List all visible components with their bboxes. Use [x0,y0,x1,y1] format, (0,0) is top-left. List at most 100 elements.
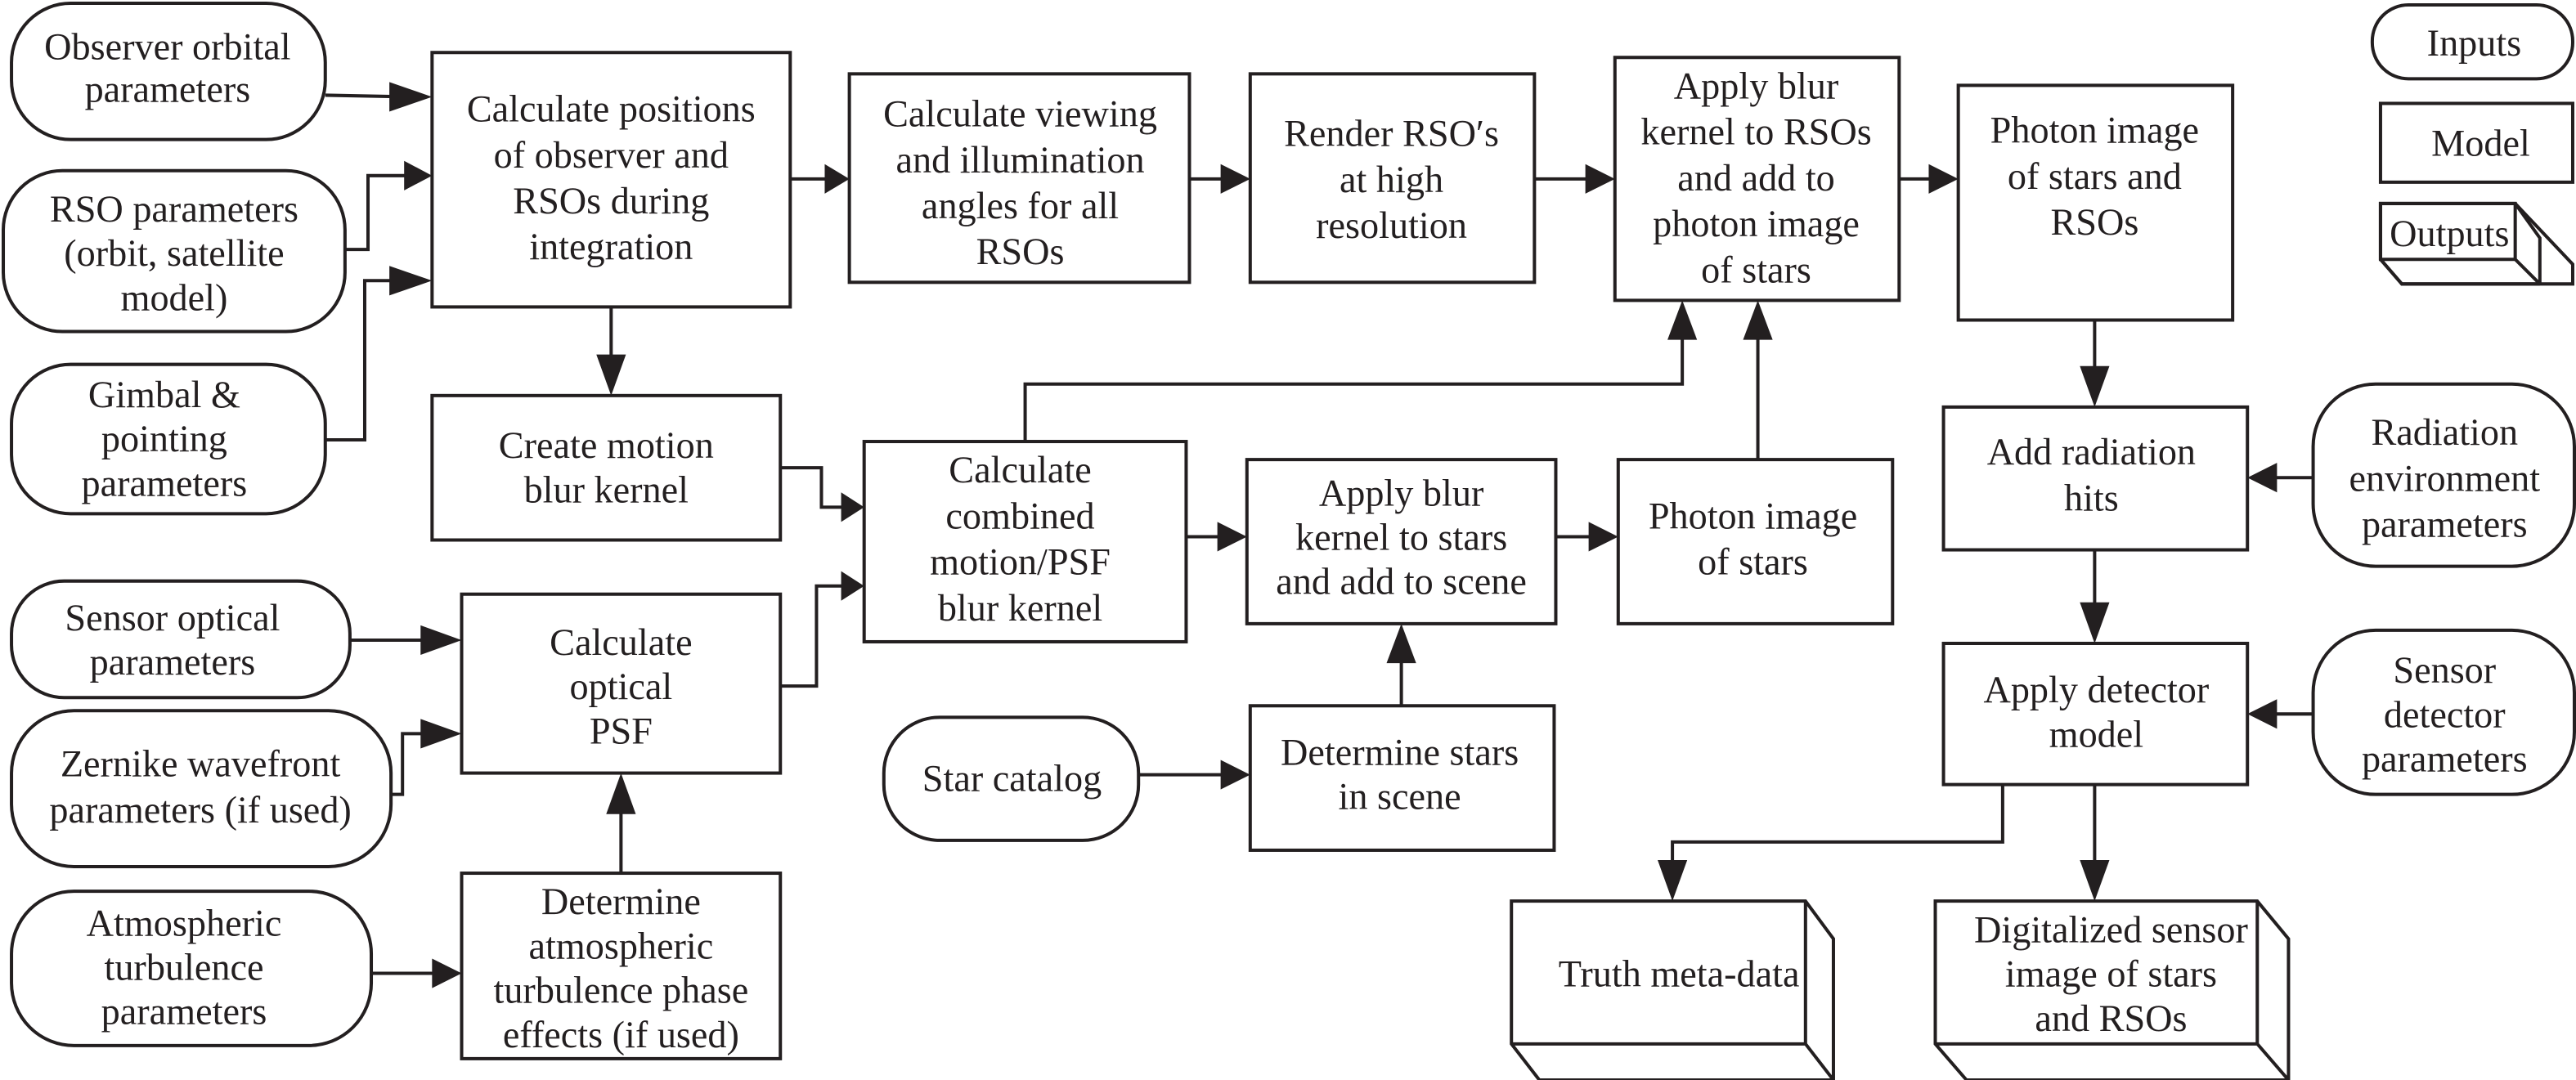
arrowhead [824,164,850,194]
edge-motionblur-to-combined [780,466,845,509]
label-line: Calculate viewing [883,93,1157,135]
arrowhead [596,354,626,396]
legend: Inputs Model Outputs [2370,3,2574,286]
label-line: Calculate positions [467,88,756,130]
arrowhead [389,82,433,112]
label-line: parameters (if used) [49,789,351,831]
label-line: of stars and [2008,155,2182,197]
label-line: effects (if used) [503,1014,739,1055]
label-line: parameters [101,991,267,1033]
arrowhead [841,492,864,522]
edge-gimbal-to-positions [325,279,411,442]
label-line: Apply blur [1674,65,1838,106]
edge-detector-to-truth [1671,784,2004,874]
arrowhead [432,958,462,988]
legend-inputs-label: Inputs [2427,22,2522,64]
label-line: Photon image [1649,495,1857,536]
legend-model-label: Model [2431,123,2530,164]
label-line: in scene [1339,776,1461,818]
label-line: combined [945,495,1094,536]
arrowhead [1585,164,1615,194]
arrowhead [1667,300,1698,340]
label-line: image of stars [2005,953,2217,995]
label-line: parameters [2362,503,2528,544]
label-line: resolution [1316,204,1467,246]
label-line: PSF [590,710,653,751]
label-line: Atmospheric [87,902,282,943]
label-line: parameters [82,462,248,504]
label-line: Add radiation [1987,431,2196,473]
label-line: Create motion [499,424,714,466]
legend-inputs: Inputs [2370,3,2574,81]
node-label: Star catalog [922,758,1102,800]
node-label: Truth meta-data [1559,953,1800,995]
label-line: blur kernel [524,468,689,510]
arrowhead [2080,365,2110,407]
edge-combined-to-applyrsos [1023,321,1685,442]
arrowhead [420,719,462,749]
input-star-catalog[interactable]: Star catalog [882,715,1141,842]
label-line: atmospheric [528,925,713,966]
arrowhead [389,266,433,296]
label-line: angles for all [922,185,1119,226]
label-line: Determine [541,881,701,922]
legend-model: Model [2378,101,2574,184]
label-line: Radiation [2371,411,2518,453]
label-line: Photon image [1990,110,2199,151]
label-line: Calculate [550,621,692,663]
label-line: and RSOs [2035,997,2187,1039]
label-line: and illumination [895,139,1144,181]
arrowhead [2080,602,2110,643]
label-line: and add to [1677,157,1834,199]
label-line: Sensor [2393,649,2496,691]
edge-psf-to-combined [780,584,845,688]
output-truth-meta-data[interactable]: Truth meta-data [1510,899,1835,1080]
label-line: detector [2384,693,2506,735]
label-line: Determine stars [1281,732,1519,773]
label-line: model) [121,276,228,318]
label-line: parameters [85,68,251,110]
label-line: Observer orbital [44,25,291,67]
label-line: at high [1340,159,1443,200]
